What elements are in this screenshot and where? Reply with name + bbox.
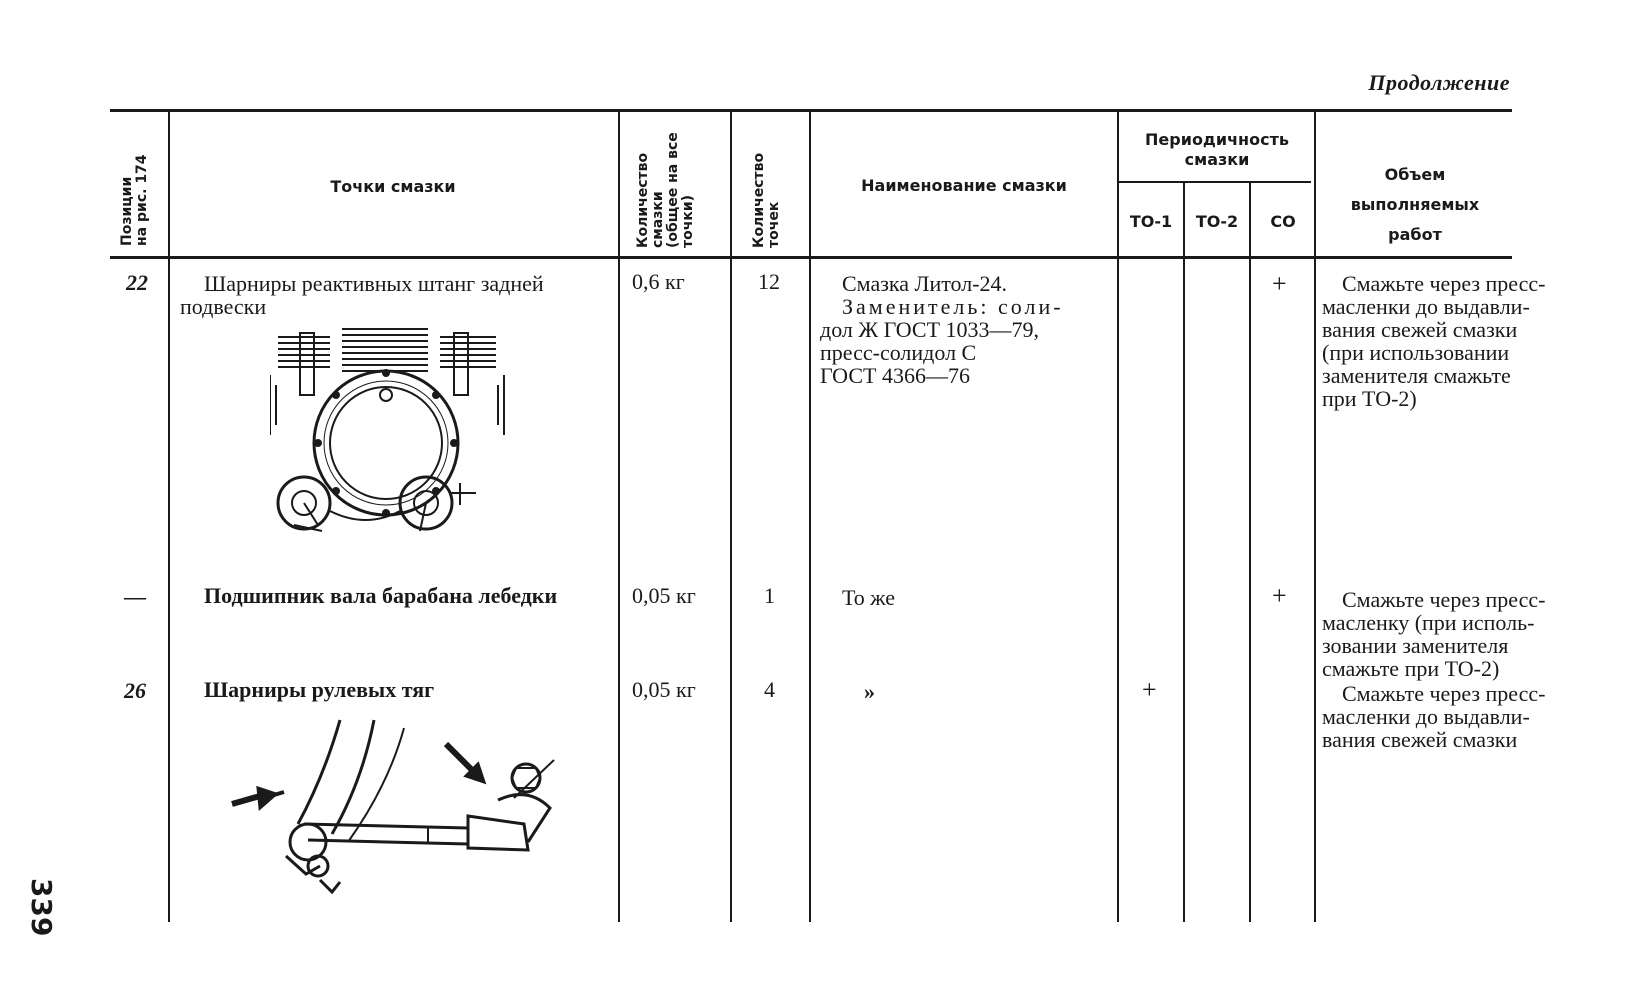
row1-lubricant-line3: дол Ж ГОСТ 1033—79, [820, 317, 1040, 342]
row3-amount: 0,05 кг [632, 677, 696, 702]
row2-work-line1: Смажьте через пресс- [1342, 587, 1546, 612]
column-rule-3 [730, 112, 732, 922]
row1-work-line3: вания свежей смазки [1322, 317, 1518, 342]
row1-lubricant-line1: Смазка Литол-24. [842, 271, 1008, 296]
page-number: 339 [25, 878, 58, 937]
row2-count: 1 [764, 583, 775, 608]
row1-work-line4: (при использовании [1322, 340, 1510, 365]
row2-points: Подшипник вала барабана лебедки [204, 583, 558, 608]
row2-position: — [124, 584, 146, 609]
header-position: Позиции на рис. 174 [119, 154, 150, 246]
row1-work-line5: заменителя смажьте [1322, 363, 1511, 388]
row3-to1-mark: + [1142, 675, 1157, 704]
row2-co-mark: + [1272, 581, 1287, 610]
column-rule-6 [1183, 183, 1185, 922]
row2-work-line4: смажьте при ТО-2) [1322, 656, 1500, 681]
row1-work-line2: масленки до выдавли- [1322, 294, 1530, 319]
column-rule-4 [809, 112, 811, 922]
row3-count: 4 [764, 677, 775, 702]
row3-points: Шарниры рулевых тяг [204, 677, 435, 702]
header-periodicity: Периодичность смазки [1145, 130, 1289, 169]
header-work: Объем выполняемых работ [1350, 165, 1480, 244]
row1-position: 22 [126, 270, 148, 295]
column-rule-1 [168, 112, 170, 922]
header-bottom-rule [110, 256, 1512, 259]
column-rule-2 [618, 112, 620, 922]
suspension-illustration [270, 328, 505, 532]
housing-bolts [314, 369, 458, 517]
row1-lubricant-line4: пресс-солидол С [820, 340, 977, 365]
row3-work-line1: Смажьте через пресс- [1342, 681, 1546, 706]
row1-points-line1: Шарниры реактивных штанг задней [204, 271, 544, 296]
column-rule-7 [1249, 183, 1251, 922]
row3-position: 26 [124, 678, 146, 703]
header-to1: ТО-1 [1129, 212, 1173, 231]
header-amount: Количество смазки (общее на все точки) [635, 132, 696, 248]
column-rule-5 [1117, 112, 1119, 922]
row1-points-line2: подвески [180, 294, 267, 319]
column-rule-8 [1314, 112, 1316, 922]
header-to2: ТО-2 [1195, 212, 1239, 231]
row1-co-mark: + [1272, 269, 1287, 298]
row3-lubricant: » [864, 679, 875, 704]
steering-linkage-illustration [231, 719, 555, 895]
ball-joint-right [398, 475, 476, 532]
row2-work-line3: зовании заменителя [1322, 633, 1509, 658]
table-top-rule [110, 109, 1512, 112]
row1-work-line6: при ТО-2) [1322, 386, 1417, 411]
row3-work-line2: масленки до выдавли- [1322, 704, 1530, 729]
row1-lubricant-line2: Заменитель: соли- [842, 294, 1064, 319]
row3-work-line3: вания свежей смазки [1322, 727, 1518, 752]
leaf-spring-right [440, 332, 496, 396]
row2-lubricant: То же [842, 585, 895, 610]
periodicity-subrule [1118, 181, 1311, 183]
continuation-label: Продолжение [1368, 70, 1510, 95]
row1-count: 12 [758, 269, 780, 294]
row1-amount: 0,6 кг [632, 269, 685, 294]
row2-amount: 0,05 кг [632, 583, 696, 608]
ball-joint-left [276, 475, 332, 532]
leaf-spring-center [342, 328, 428, 372]
leaf-spring-left [278, 332, 330, 396]
row2-work-line2: масленку (при исполь- [1322, 610, 1535, 635]
row1-lubricant-line5: ГОСТ 4366—76 [820, 363, 970, 388]
header-co: СО [1270, 212, 1296, 231]
header-count: Количество точек [751, 152, 782, 248]
header-points: Точки смазки [330, 177, 456, 196]
header-lubricant: Наименование смазки [861, 176, 1067, 195]
row1-work-line1: Смажьте через пресс- [1342, 271, 1546, 296]
